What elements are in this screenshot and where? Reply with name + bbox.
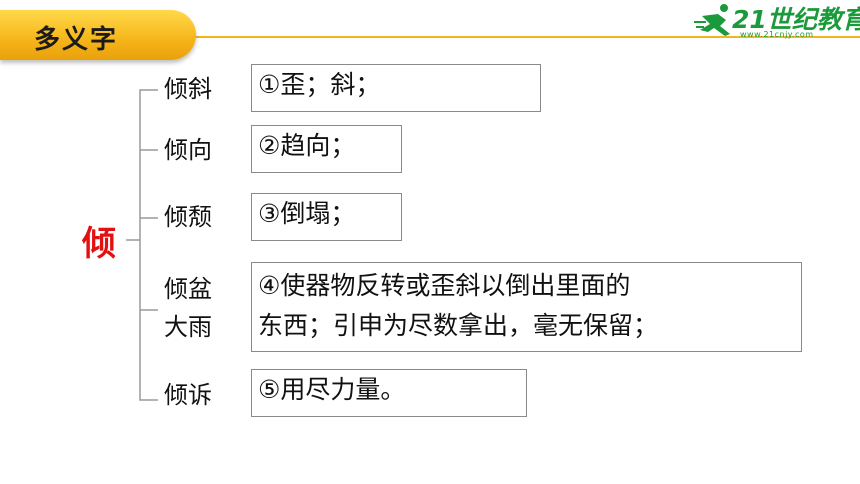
term-1: 倾斜 (164, 75, 212, 103)
header-rule (0, 36, 860, 38)
term-4: 倾盆 大雨 (164, 270, 212, 346)
term-5: 倾诉 (164, 381, 212, 409)
meaning-5: ⑤用尽力量。 (258, 375, 406, 404)
meaning-1: ①歪；斜； (258, 70, 381, 99)
runner-icon (694, 4, 730, 36)
brand-url: www.21cnjy.com (740, 30, 814, 39)
meaning-4-line-1: ④使器物反转或歪斜以倒出里面的 (258, 271, 631, 300)
brand-name: 21世纪教育 (732, 5, 860, 34)
term-4-line-1: 倾盆 (164, 275, 212, 303)
key-character: 倾 (82, 224, 116, 264)
section-title: 多义字 (34, 25, 119, 55)
meaning-3: ③倒塌； (258, 199, 356, 228)
meaning-box-2: ②趋向； (251, 125, 402, 173)
meaning-box-4: ④使器物反转或歪斜以倒出里面的 东西；引申为尽数拿出，毫无保留； (251, 262, 802, 352)
brand-logo: 21世纪教育 www.21cnjy.com (692, 0, 860, 44)
meaning-box-1: ①歪；斜； (251, 64, 541, 112)
meaning-2: ②趋向； (258, 131, 356, 160)
meaning-box-5: ⑤用尽力量。 (251, 369, 527, 417)
term-3: 倾颓 (164, 203, 212, 231)
meaning-box-3: ③倒塌； (251, 193, 402, 241)
meaning-4-line-2: 东西；引申为尽数拿出，毫无保留； (258, 311, 659, 340)
term-2: 倾向 (164, 136, 212, 164)
section-title-tab: 多义字 (0, 10, 196, 60)
term-4-line-2: 大雨 (164, 313, 212, 341)
